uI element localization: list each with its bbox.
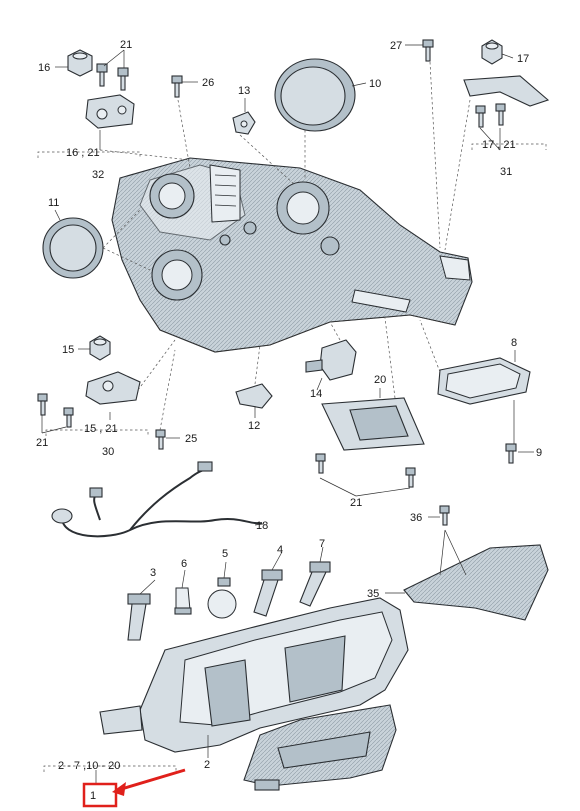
callout-labels: 1 2 3 4 5 6 7 8 9 10 11 12 13 14 15 16 1… — [36, 39, 542, 802]
control-unit-20 — [321, 397, 425, 451]
callout-11: 11 — [48, 197, 59, 209]
callout-13: 13 — [238, 85, 250, 97]
callout-21-center: 21 — [350, 497, 362, 509]
group-label-1: 2 - 7 ,10 - 20 — [58, 760, 120, 772]
group-brackets — [37, 143, 547, 772]
highlight-box — [82, 782, 118, 808]
bulb-6 — [174, 587, 192, 615]
callout-3: 3 — [150, 567, 156, 579]
callout-12: 12 — [248, 420, 260, 432]
bulb-4 — [253, 569, 283, 617]
callout-21-topleft: 21 — [120, 39, 132, 51]
callout-10: 10 — [369, 78, 381, 90]
headlamp-housing — [111, 157, 473, 353]
callout-2: 2 — [204, 759, 210, 771]
cover-8 — [437, 357, 531, 405]
callout-1: 1 — [90, 790, 96, 802]
leader-lines — [41, 44, 534, 784]
bracket-30 — [37, 371, 141, 428]
callout-14: 14 — [310, 388, 322, 400]
callout-5: 5 — [222, 548, 228, 560]
callout-27: 27 — [390, 40, 402, 52]
screw-27 — [422, 39, 434, 62]
callout-4: 4 — [277, 544, 283, 556]
cover-cap-10 — [274, 58, 356, 132]
group-labels: 16 , 21 17 , 21 15 , 21 2 - 7 ,10 - 20 — [58, 139, 516, 772]
callout-15: 15 — [62, 344, 74, 356]
connector-13 — [232, 111, 256, 135]
callout-18: 18 — [256, 520, 268, 532]
callout-25: 25 — [185, 433, 197, 445]
callout-9: 9 — [536, 447, 542, 459]
callout-36: 36 — [410, 512, 422, 524]
bulb-5 — [207, 577, 237, 619]
screw-25 — [155, 429, 166, 450]
callout-21-left: 21 — [36, 437, 48, 449]
bulb-7 — [299, 561, 331, 607]
group-label-30: 15 , 21 — [84, 423, 118, 435]
bracket-35 — [403, 544, 549, 621]
nut-16 — [67, 49, 93, 77]
screw-26 — [171, 75, 183, 98]
screws-21-topleft — [96, 63, 129, 91]
nut-15 — [89, 335, 111, 361]
bulb-3 — [127, 593, 151, 641]
bracket-32 — [85, 94, 135, 129]
callout-26: 26 — [202, 77, 214, 89]
screw-9 — [505, 443, 517, 464]
screws-21-center — [315, 453, 416, 488]
cover-cap-11 — [42, 217, 104, 279]
headlamp-assembly-front — [99, 597, 409, 791]
callout-31: 31 — [500, 166, 512, 178]
connector-12 — [235, 383, 273, 409]
callout-8: 8 — [511, 337, 517, 349]
callout-30: 30 — [102, 446, 114, 458]
callout-7: 7 — [319, 538, 325, 550]
callout-17: 17 — [517, 53, 529, 65]
wiring-harness-18 — [51, 461, 263, 538]
bracket-31 — [463, 75, 550, 128]
callout-6: 6 — [181, 558, 187, 570]
nut-17 — [481, 39, 503, 65]
highlight-arrow — [112, 768, 186, 796]
callout-32: 32 — [92, 169, 104, 181]
group-label-31: 17 , 21 — [482, 139, 516, 151]
screw-36 — [439, 505, 450, 526]
callout-20: 20 — [374, 374, 386, 386]
callout-16: 16 — [38, 62, 50, 74]
callout-35: 35 — [367, 588, 379, 600]
leveling-motor-14 — [305, 339, 357, 381]
group-label-32: 16 , 21 — [66, 147, 100, 159]
